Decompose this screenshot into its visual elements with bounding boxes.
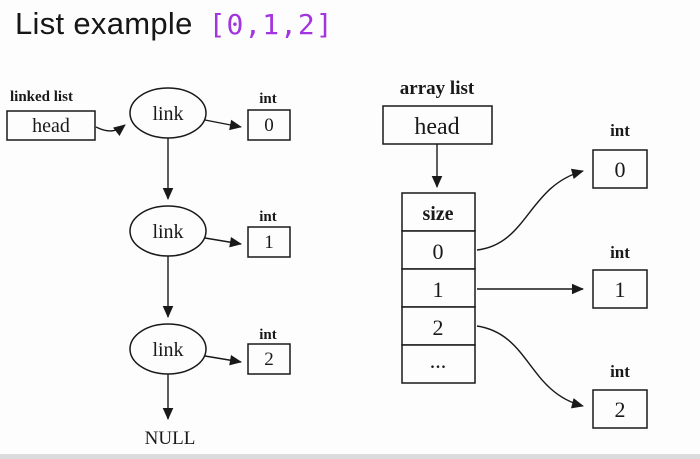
cell-to-value-arrow — [476, 325, 584, 409]
linked-list-head-label: head — [32, 115, 70, 137]
array-head-box — [382, 105, 493, 145]
node-to-value-arrow — [204, 119, 242, 131]
int-type-label: int — [610, 243, 630, 262]
array-cell-value: 0 — [433, 239, 444, 264]
int-value: 2 — [615, 397, 626, 422]
link-node-label: link — [152, 339, 183, 361]
int-value-box — [247, 343, 291, 375]
linked-list-head-box — [6, 110, 96, 141]
link-node-label: link — [152, 103, 183, 125]
head-to-node-arrow — [95, 124, 126, 136]
array-list-diagram: array list head size 0 1 2 ... int 0 int… — [382, 78, 648, 429]
int-value-box — [592, 269, 648, 309]
array-head-label: head — [414, 114, 459, 140]
int-value: 0 — [615, 157, 626, 182]
int-value: 1 — [264, 232, 274, 253]
array-cell — [401, 306, 476, 346]
linked-list-diagram: linked list head link int 0 link int 1 l… — [6, 87, 291, 449]
int-value-box — [592, 389, 648, 429]
node-to-value-arrow — [204, 354, 242, 366]
int-value-box — [247, 109, 291, 141]
int-value: 1 — [615, 277, 626, 302]
int-type-label: int — [259, 91, 277, 107]
array-list-label: array list — [400, 78, 475, 99]
array-cell-value: 2 — [433, 315, 444, 340]
int-value-box — [592, 149, 648, 189]
int-type-label: int — [610, 121, 630, 140]
array-cell-ellipsis — [401, 344, 476, 384]
link-node-label: link — [152, 221, 183, 243]
title-text: List example — [15, 6, 193, 41]
array-size-label: size — [422, 203, 453, 225]
array-cell-ellipsis-value: ... — [430, 348, 447, 373]
linked-list-label: linked list — [10, 89, 73, 105]
array-cell — [401, 230, 476, 270]
array-cell-value: 1 — [433, 277, 444, 302]
int-value: 2 — [264, 349, 274, 370]
title-code-snippet: [0,1,2] — [208, 8, 334, 41]
int-value: 0 — [264, 115, 274, 136]
int-type-label: int — [259, 327, 277, 343]
page-title: List example [0,1,2] — [15, 6, 334, 42]
node-to-value-arrow — [204, 236, 242, 248]
int-value-box — [247, 226, 291, 258]
null-label: NULL — [145, 428, 196, 449]
int-type-label: int — [259, 209, 277, 225]
int-type-label: int — [610, 362, 630, 381]
cell-to-value-arrow — [476, 168, 584, 251]
bottom-edge-bar — [0, 454, 700, 459]
